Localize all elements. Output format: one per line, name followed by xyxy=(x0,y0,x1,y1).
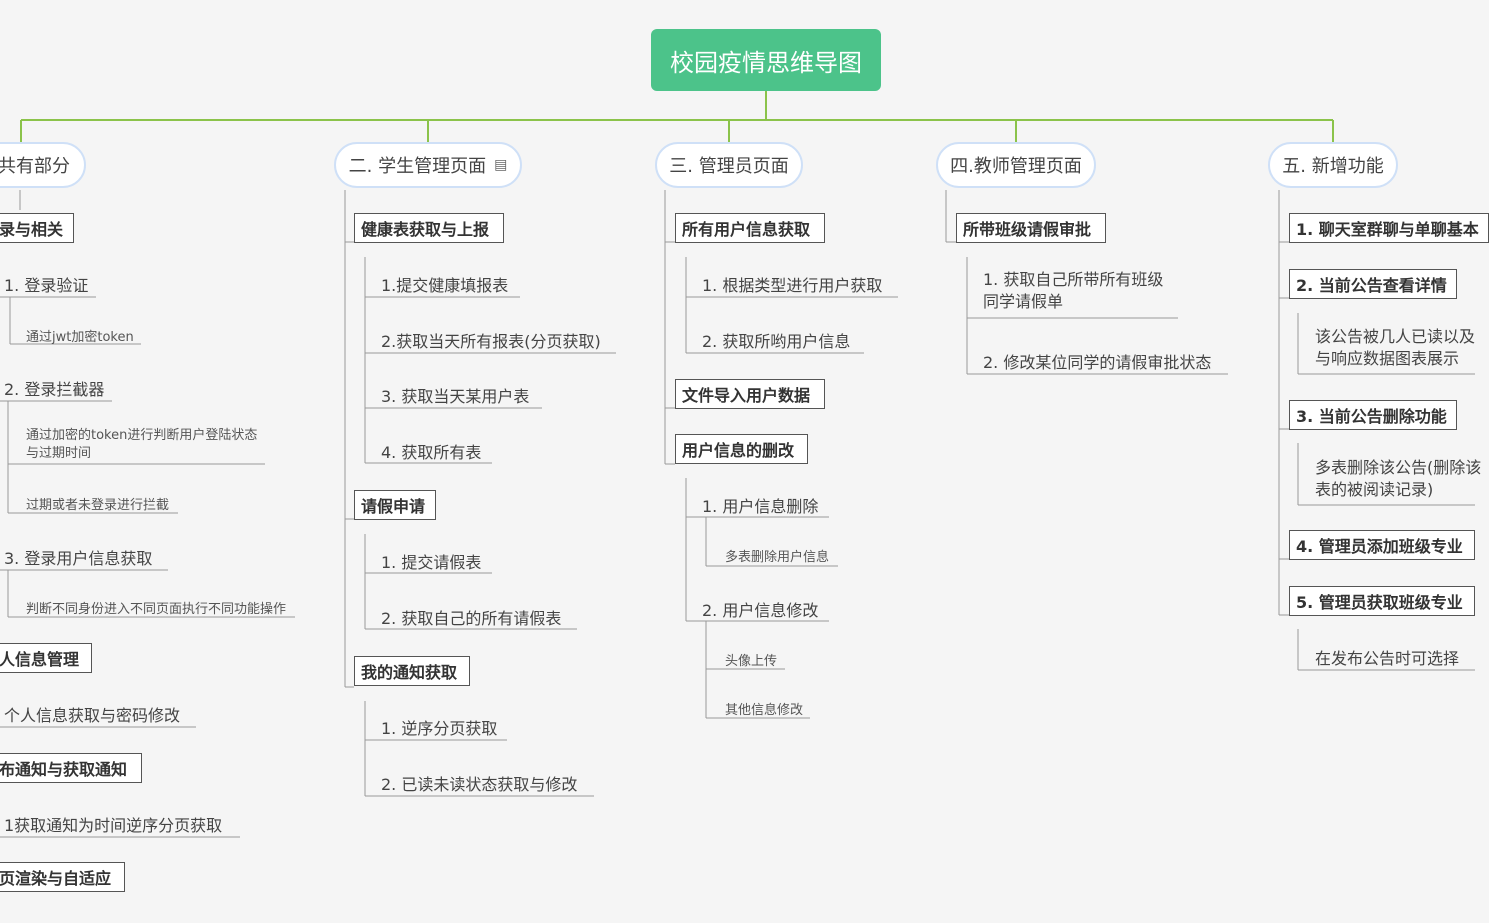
node-import-group-label: 文件导入用户数据 xyxy=(682,386,811,405)
node-interceptor-detail-1[interactable]: 通过加密的token进行判断用户登陆状态与过期时间 xyxy=(26,428,258,461)
node-delete-item[interactable]: 1. 用户信息删除 xyxy=(702,497,819,516)
node-get-class-group[interactable]: 5. 管理员获取班级专业 xyxy=(1289,586,1475,616)
node-notice-delete-group-label: 3. 当前公告删除功能 xyxy=(1296,407,1447,426)
node-leave-group[interactable]: 请假申请 xyxy=(354,490,436,520)
node-users-item-1[interactable]: 1. 根据类型进行用户获取 xyxy=(702,276,883,295)
branch-new-features-title: 五. 新增功能 xyxy=(1282,156,1384,177)
node-interceptor-detail-2[interactable]: 过期或者未登录进行拦截 xyxy=(26,498,170,513)
node-notice-delete-item[interactable]: 多表删除该公告(删除该表的被阅读记录) xyxy=(1315,458,1482,499)
node-leave-group-label: 请假申请 xyxy=(361,497,426,516)
node-personal-item[interactable]: 个人信息获取与密码修改 xyxy=(4,706,181,725)
node-users-group[interactable]: 所有用户信息获取 xyxy=(675,213,825,243)
node-users-item-2[interactable]: 2. 获取所哟用户信息 xyxy=(702,332,851,351)
branch-student[interactable]: 二. 学生管理页面 ▤ xyxy=(334,142,522,188)
branch-new-features[interactable]: 五. 新增功能 xyxy=(1268,142,1398,188)
node-notice-group-label: 布通知与获取通知 xyxy=(0,760,128,779)
node-health-group[interactable]: 健康表获取与上报 xyxy=(354,213,504,243)
branch-teacher-title: 四.教师管理页面 xyxy=(950,156,1082,177)
node-userinfo-detail[interactable]: 判断不同身份进入不同页面执行不同功能操作 xyxy=(26,602,287,617)
branch-teacher[interactable]: 四.教师管理页面 xyxy=(936,142,1096,188)
root-topic[interactable]: 校园疫情思维导图 xyxy=(651,29,881,91)
node-modify-detail-1[interactable]: 头像上传 xyxy=(725,654,778,669)
node-health-item-4[interactable]: 4. 获取所有表 xyxy=(381,443,482,462)
branch-shared[interactable]: 共有部分 xyxy=(0,142,86,188)
node-modify-item[interactable]: 2. 用户信息修改 xyxy=(702,601,819,620)
node-delete-detail[interactable]: 多表删除用户信息 xyxy=(725,550,830,565)
node-personal-group-label: 人信息管理 xyxy=(0,650,80,669)
node-chat-group[interactable]: 1. 聊天室群聊与单聊基本 xyxy=(1289,213,1489,243)
node-login-group-label: 录与相关 xyxy=(0,220,64,239)
branch-admin-title: 三. 管理员页面 xyxy=(669,156,789,177)
node-login-verify-detail[interactable]: 通过jwt加密token xyxy=(26,330,134,345)
node-personal-group[interactable]: 人信息管理 xyxy=(0,643,92,673)
node-get-class-group-label: 5. 管理员获取班级专业 xyxy=(1296,593,1463,612)
node-health-item-3[interactable]: 3. 获取当天某用户表 xyxy=(381,387,530,406)
node-add-class-group-label: 4. 管理员添加班级专业 xyxy=(1296,537,1463,556)
node-health-item-1[interactable]: 1.提交健康填报表 xyxy=(381,276,509,295)
node-approval-group[interactable]: 所带班级请假审批 xyxy=(956,213,1106,243)
node-login-group[interactable]: 录与相关 xyxy=(0,213,74,243)
node-notice-detail-item[interactable]: 该公告被几人已读以及与响应数据图表展示 xyxy=(1315,327,1476,368)
node-leave-item-2[interactable]: 2. 获取自己的所有请假表 xyxy=(381,609,562,628)
branch-student-title: 二. 学生管理页面 xyxy=(348,156,487,177)
node-login-userinfo[interactable]: 3. 登录用户信息获取 xyxy=(4,549,153,568)
node-import-group[interactable]: 文件导入用户数据 xyxy=(675,379,825,409)
node-modify-detail-2[interactable]: 其他信息修改 xyxy=(725,703,804,718)
node-notice-delete-group[interactable]: 3. 当前公告删除功能 xyxy=(1289,400,1457,430)
node-my-notice-item-2[interactable]: 2. 已读未读状态获取与修改 xyxy=(381,775,578,794)
node-approval-item-2[interactable]: 2. 修改某位同学的请假审批状态 xyxy=(983,353,1212,372)
node-leave-item-1[interactable]: 1. 提交请假表 xyxy=(381,553,482,572)
branch-admin[interactable]: 三. 管理员页面 xyxy=(655,142,803,188)
node-chat-group-label: 1. 聊天室群聊与单聊基本 xyxy=(1296,220,1479,239)
node-get-class-item[interactable]: 在发布公告时可选择 xyxy=(1315,649,1460,668)
node-approval-group-label: 所带班级请假审批 xyxy=(963,220,1092,239)
node-edit-group[interactable]: 用户信息的删改 xyxy=(675,434,808,464)
node-render-group[interactable]: 页渲染与自适应 xyxy=(0,862,125,892)
node-health-item-2[interactable]: 2.获取当天所有报表(分页获取) xyxy=(381,332,601,351)
node-edit-group-label: 用户信息的删改 xyxy=(682,441,795,460)
node-add-class-group[interactable]: 4. 管理员添加班级专业 xyxy=(1289,530,1475,560)
branch-shared-title: 共有部分 xyxy=(0,156,70,177)
node-notice-detail-group-label: 2. 当前公告查看详情 xyxy=(1296,276,1447,295)
node-render-group-label: 页渲染与自适应 xyxy=(0,869,112,888)
node-login-interceptor[interactable]: 2. 登录拦截器 xyxy=(4,380,105,399)
node-notice-group[interactable]: 布通知与获取通知 xyxy=(0,753,142,783)
node-my-notice-group-label: 我的通知获取 xyxy=(361,663,458,682)
node-users-group-label: 所有用户信息获取 xyxy=(682,220,811,239)
note-icon[interactable]: ▤ xyxy=(494,157,508,173)
node-notice-detail-group[interactable]: 2. 当前公告查看详情 xyxy=(1289,269,1457,299)
node-health-group-label: 健康表获取与上报 xyxy=(361,220,490,239)
node-approval-item-1[interactable]: 1. 获取自己所带所有班级同学请假单 xyxy=(983,270,1164,311)
node-notice-item[interactable]: 1获取通知为时间逆序分页获取 xyxy=(4,816,223,835)
node-my-notice-item-1[interactable]: 1. 逆序分页获取 xyxy=(381,719,498,738)
node-login-verify[interactable]: 1. 登录验证 xyxy=(4,276,89,295)
node-my-notice-group[interactable]: 我的通知获取 xyxy=(354,656,470,686)
